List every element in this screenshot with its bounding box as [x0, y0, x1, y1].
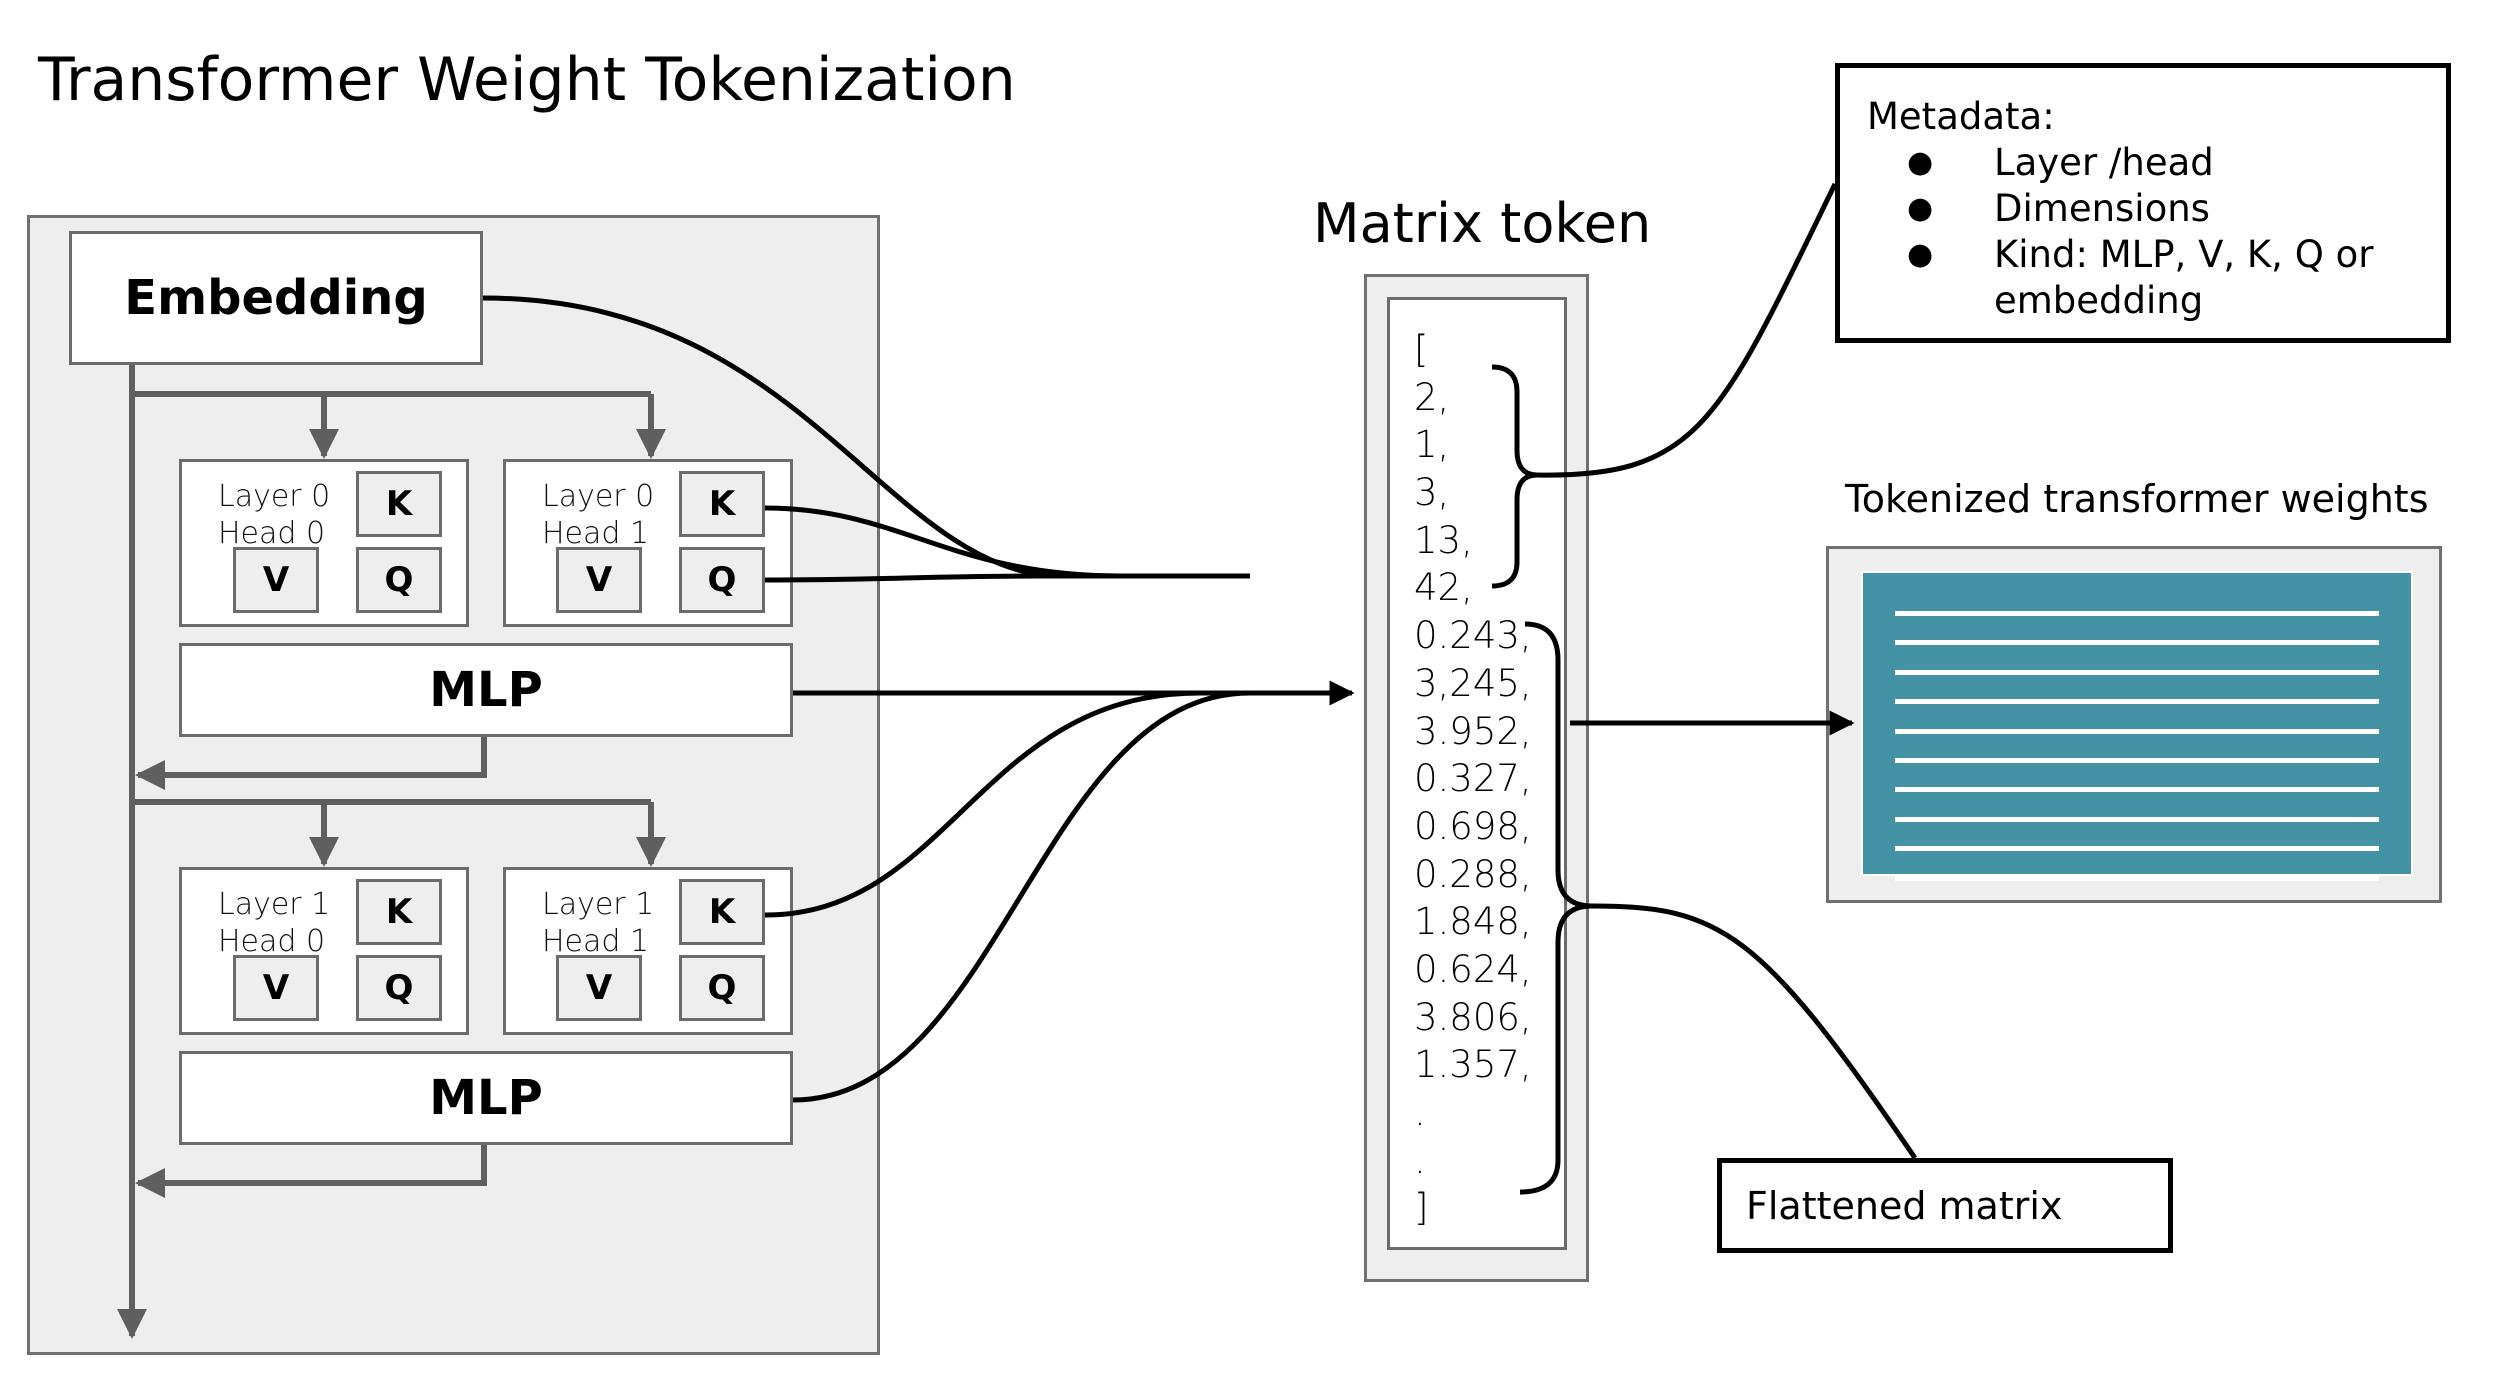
matrix-token-value: . — [1414, 1091, 1426, 1134]
q-matrix: Q — [679, 547, 765, 613]
layer1-mlp-block: MLP — [179, 1051, 793, 1145]
layer1-head0-block: Layer 1 Head 0 K V Q — [179, 867, 469, 1035]
layer-label: Layer 0 — [542, 479, 655, 514]
token-row-line — [1895, 787, 2379, 793]
layer-label: Layer 1 — [542, 887, 655, 922]
bullet-icon: ● — [1907, 191, 1934, 226]
metadata-item-text: Kind: MLP, V, K, Q or embedding — [1994, 233, 2374, 322]
embedding-block: Embedding — [69, 231, 483, 365]
flattened-matrix-label: Flattened matrix — [1746, 1183, 2063, 1228]
matrix-token-values: [2,1,3,13,42,0.243,3,245,3.952,0.327,0.6… — [1414, 326, 1532, 1232]
metadata-item: ● Dimensions — [1867, 186, 2446, 232]
matrix-token-value: 1.357, — [1414, 1043, 1532, 1087]
matrix-token-value: 2, — [1414, 375, 1450, 419]
diagram-title: Transformer Weight Tokenization — [38, 45, 1016, 115]
v-matrix: V — [556, 547, 642, 613]
k-matrix: K — [679, 471, 765, 537]
metadata-list: ● Layer /head ● Dimensions ● Kind: MLP, V, … — [1867, 140, 2446, 324]
head-number-label: Head 0 — [218, 516, 326, 551]
token-row-line — [1895, 728, 2379, 734]
matrix-token-value: 3.806, — [1414, 995, 1532, 1039]
token-row-line — [1895, 816, 2379, 822]
k-matrix: K — [679, 879, 765, 945]
embedding-label: Embedding — [124, 270, 428, 326]
k-matrix: K — [356, 471, 442, 537]
layer1-head1-block: Layer 1 Head 1 K V Q — [503, 867, 793, 1035]
matrix-token-value: 0.624, — [1414, 947, 1532, 991]
head-label: Layer 1 Head 0 — [218, 886, 330, 960]
mlp-label: MLP — [429, 662, 543, 718]
layer0-head1-block: Layer 0 Head 1 K V Q — [503, 459, 793, 627]
matrix-token-value: 3,245, — [1414, 661, 1532, 705]
metadata-heading: Metadata: — [1867, 95, 2055, 138]
matrix-token-value: ] — [1414, 1186, 1429, 1230]
metadata-item-text: Layer /head — [1994, 141, 2214, 184]
k-matrix: K — [356, 879, 442, 945]
layer0-mlp-block: MLP — [179, 643, 793, 737]
matrix-token-value: 1.848, — [1414, 900, 1532, 944]
metadata-item-text: Dimensions — [1994, 187, 2210, 230]
token-row-line — [1895, 846, 2379, 852]
matrix-token-value: 3.952, — [1414, 709, 1532, 753]
matrix-token-value: [ — [1414, 328, 1429, 371]
metadata-item: ● Kind: MLP, V, K, Q or embedding — [1867, 232, 2446, 324]
flattened-connector — [1591, 903, 1918, 1160]
head-label: Layer 1 Head 1 — [542, 886, 654, 960]
token-row-line — [1895, 875, 2379, 881]
v-matrix: V — [233, 547, 319, 613]
matrix-token-value: 0.698, — [1414, 804, 1532, 848]
q-matrix: Q — [356, 547, 442, 613]
layer0-head0-block: Layer 0 Head 0 K V Q — [179, 459, 469, 627]
matrix-token-value: 42, — [1414, 566, 1473, 610]
token-row-line — [1895, 699, 2379, 705]
head-number-label: Head 1 — [542, 924, 650, 959]
token-row-line — [1895, 640, 2379, 646]
matrix-token-value: 0.288, — [1414, 852, 1532, 896]
tokenized-weights-grid — [1861, 571, 2413, 910]
matrix-token-value: . — [1414, 1138, 1426, 1182]
q-matrix: Q — [356, 955, 442, 1021]
matrix-token-value: 13, — [1414, 518, 1473, 562]
bullet-icon: ● — [1907, 145, 1934, 180]
token-row-line — [1895, 669, 2379, 675]
bullet-icon: ● — [1907, 237, 1934, 272]
matrix-token-value: 0.243, — [1414, 614, 1532, 658]
layer-label: Layer 1 — [218, 887, 331, 922]
token-row-line — [1895, 611, 2379, 616]
token-row-line — [1895, 758, 2379, 763]
head-number-label: Head 0 — [218, 924, 326, 959]
v-matrix: V — [233, 955, 319, 1021]
matrix-token-value: 1, — [1414, 423, 1450, 467]
matrix-token-value: 0.327, — [1414, 757, 1532, 801]
v-matrix: V — [556, 955, 642, 1021]
head-label: Layer 0 Head 1 — [542, 478, 654, 552]
flattened-matrix-callout: Flattened matrix — [1717, 1158, 2173, 1253]
head-label: Layer 0 Head 0 — [218, 478, 330, 552]
mlp-label: MLP — [429, 1070, 543, 1126]
token-row-line — [1895, 905, 2379, 910]
matrix-token-title: Matrix token — [1313, 192, 1652, 255]
metadata-item: ● Layer /head — [1867, 140, 2446, 186]
tokenized-weights-title: Tokenized transformer weights — [1845, 477, 2429, 521]
metadata-callout: Metadata: ● Layer /head ● Dimensions ● Kind… — [1835, 63, 2451, 343]
matrix-token-value: 3, — [1414, 471, 1450, 515]
q-matrix: Q — [679, 955, 765, 1021]
transformer-panel — [27, 215, 880, 1355]
layer-label: Layer 0 — [218, 479, 331, 514]
